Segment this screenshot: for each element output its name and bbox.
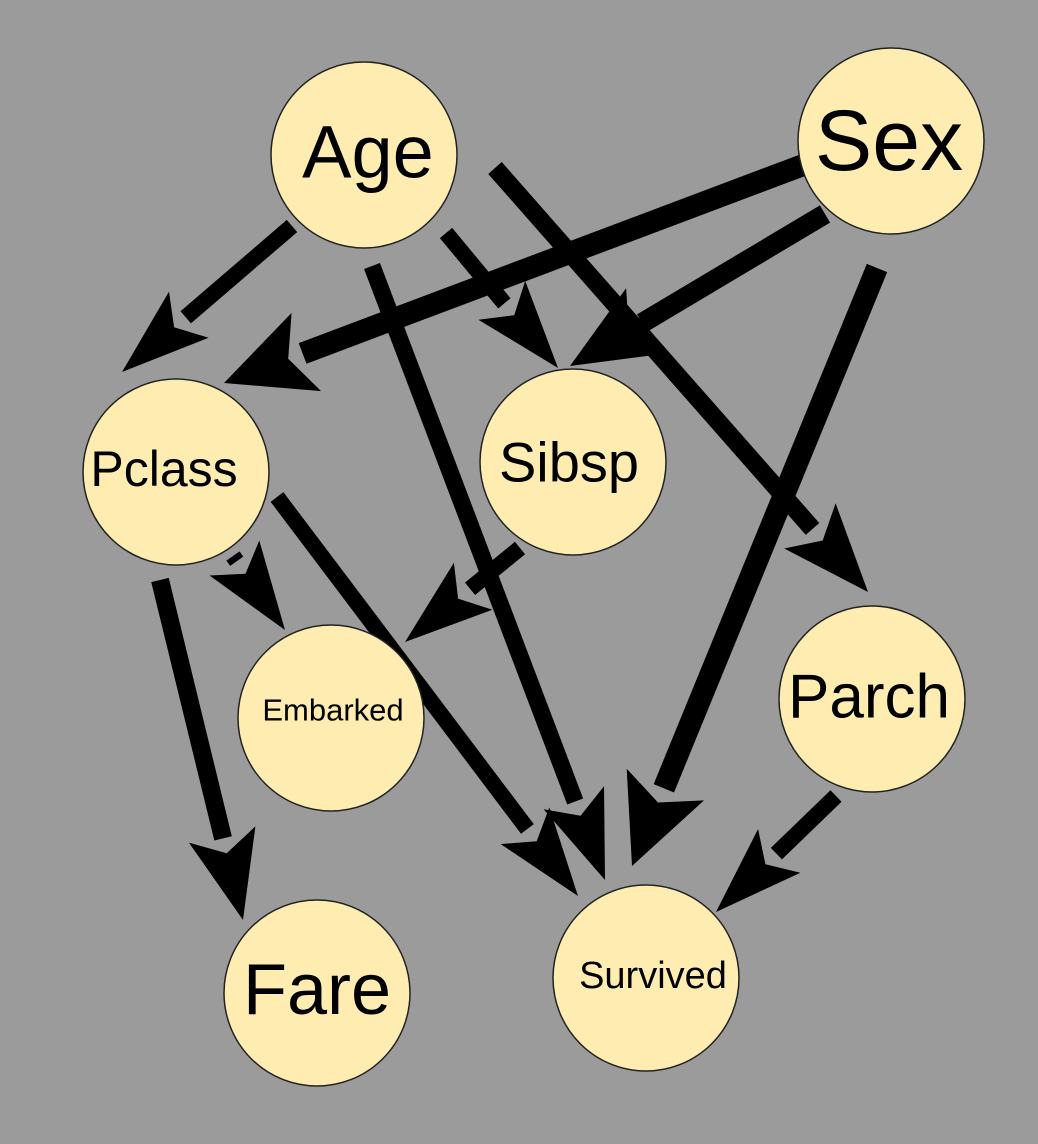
arrowhead-pclass-fare [188, 826, 256, 920]
node-sibsp[interactable]: Sibsp [479, 368, 667, 556]
arrowhead-sibsp-embarked [405, 562, 493, 642]
node-parch[interactable]: Parch [778, 605, 966, 793]
node-label-embarked: Embarked [262, 693, 403, 728]
edge-line-parch-survived [770, 790, 842, 860]
node-pclass[interactable]: Pclass [82, 378, 270, 566]
edge-line-pclass-fare [151, 577, 232, 841]
arrowhead-sex-survived [626, 768, 704, 866]
edge-line-sibsp-embarked [464, 541, 526, 596]
edge-parch-survived [716, 790, 842, 912]
edge-pclass-fare [151, 577, 256, 920]
node-label-parch: Parch [788, 663, 950, 732]
edge-sex-sibsp [570, 205, 831, 366]
edge-sex-pclass [224, 153, 810, 392]
arrowhead-pclass-survived [500, 807, 578, 896]
arrowhead-parch-survived [716, 829, 801, 912]
edge-line-sex-survived [653, 263, 888, 793]
arrowhead-age-parch [784, 503, 868, 592]
edge-sibsp-embarked [405, 541, 526, 642]
node-label-survived: Survived [579, 955, 727, 997]
node-label-age: Age [302, 111, 434, 194]
node-label-pclass: Pclass [90, 441, 237, 497]
node-label-sibsp: Sibsp [499, 431, 639, 494]
arrowhead-age-pclass [122, 291, 209, 372]
node-embarked[interactable]: Embarked [237, 624, 425, 812]
node-label-fare: Fare [243, 950, 391, 1030]
edge-age-pclass [122, 219, 298, 372]
nodes-layer: Age Sex Pclass Sibsp Embarked Parch Fare [82, 47, 985, 1087]
node-label-sex: Sex [815, 93, 963, 189]
edge-pclass-embarked [209, 540, 285, 630]
edge-line-age-pclass [180, 219, 298, 324]
arrowhead-age-survived [543, 786, 605, 880]
node-sex[interactable]: Sex [797, 47, 985, 235]
edge-line-sex-pclass [298, 153, 810, 364]
edge-line-sex-sibsp [637, 205, 831, 332]
edge-line-pclass-embarked [226, 551, 244, 566]
arrowhead-pclass-embarked [209, 540, 285, 630]
edge-age-survived [364, 262, 605, 880]
arrowhead-sex-sibsp [570, 288, 665, 366]
node-survived[interactable]: Survived [552, 884, 740, 1072]
edge-line-age-survived [364, 262, 584, 805]
arrowhead-age-sibsp [478, 280, 558, 368]
node-fare[interactable]: Fare [223, 899, 411, 1087]
arrowhead-sex-pclass [224, 312, 322, 392]
node-age[interactable]: Age [270, 61, 458, 249]
edge-sex-survived [626, 263, 888, 866]
